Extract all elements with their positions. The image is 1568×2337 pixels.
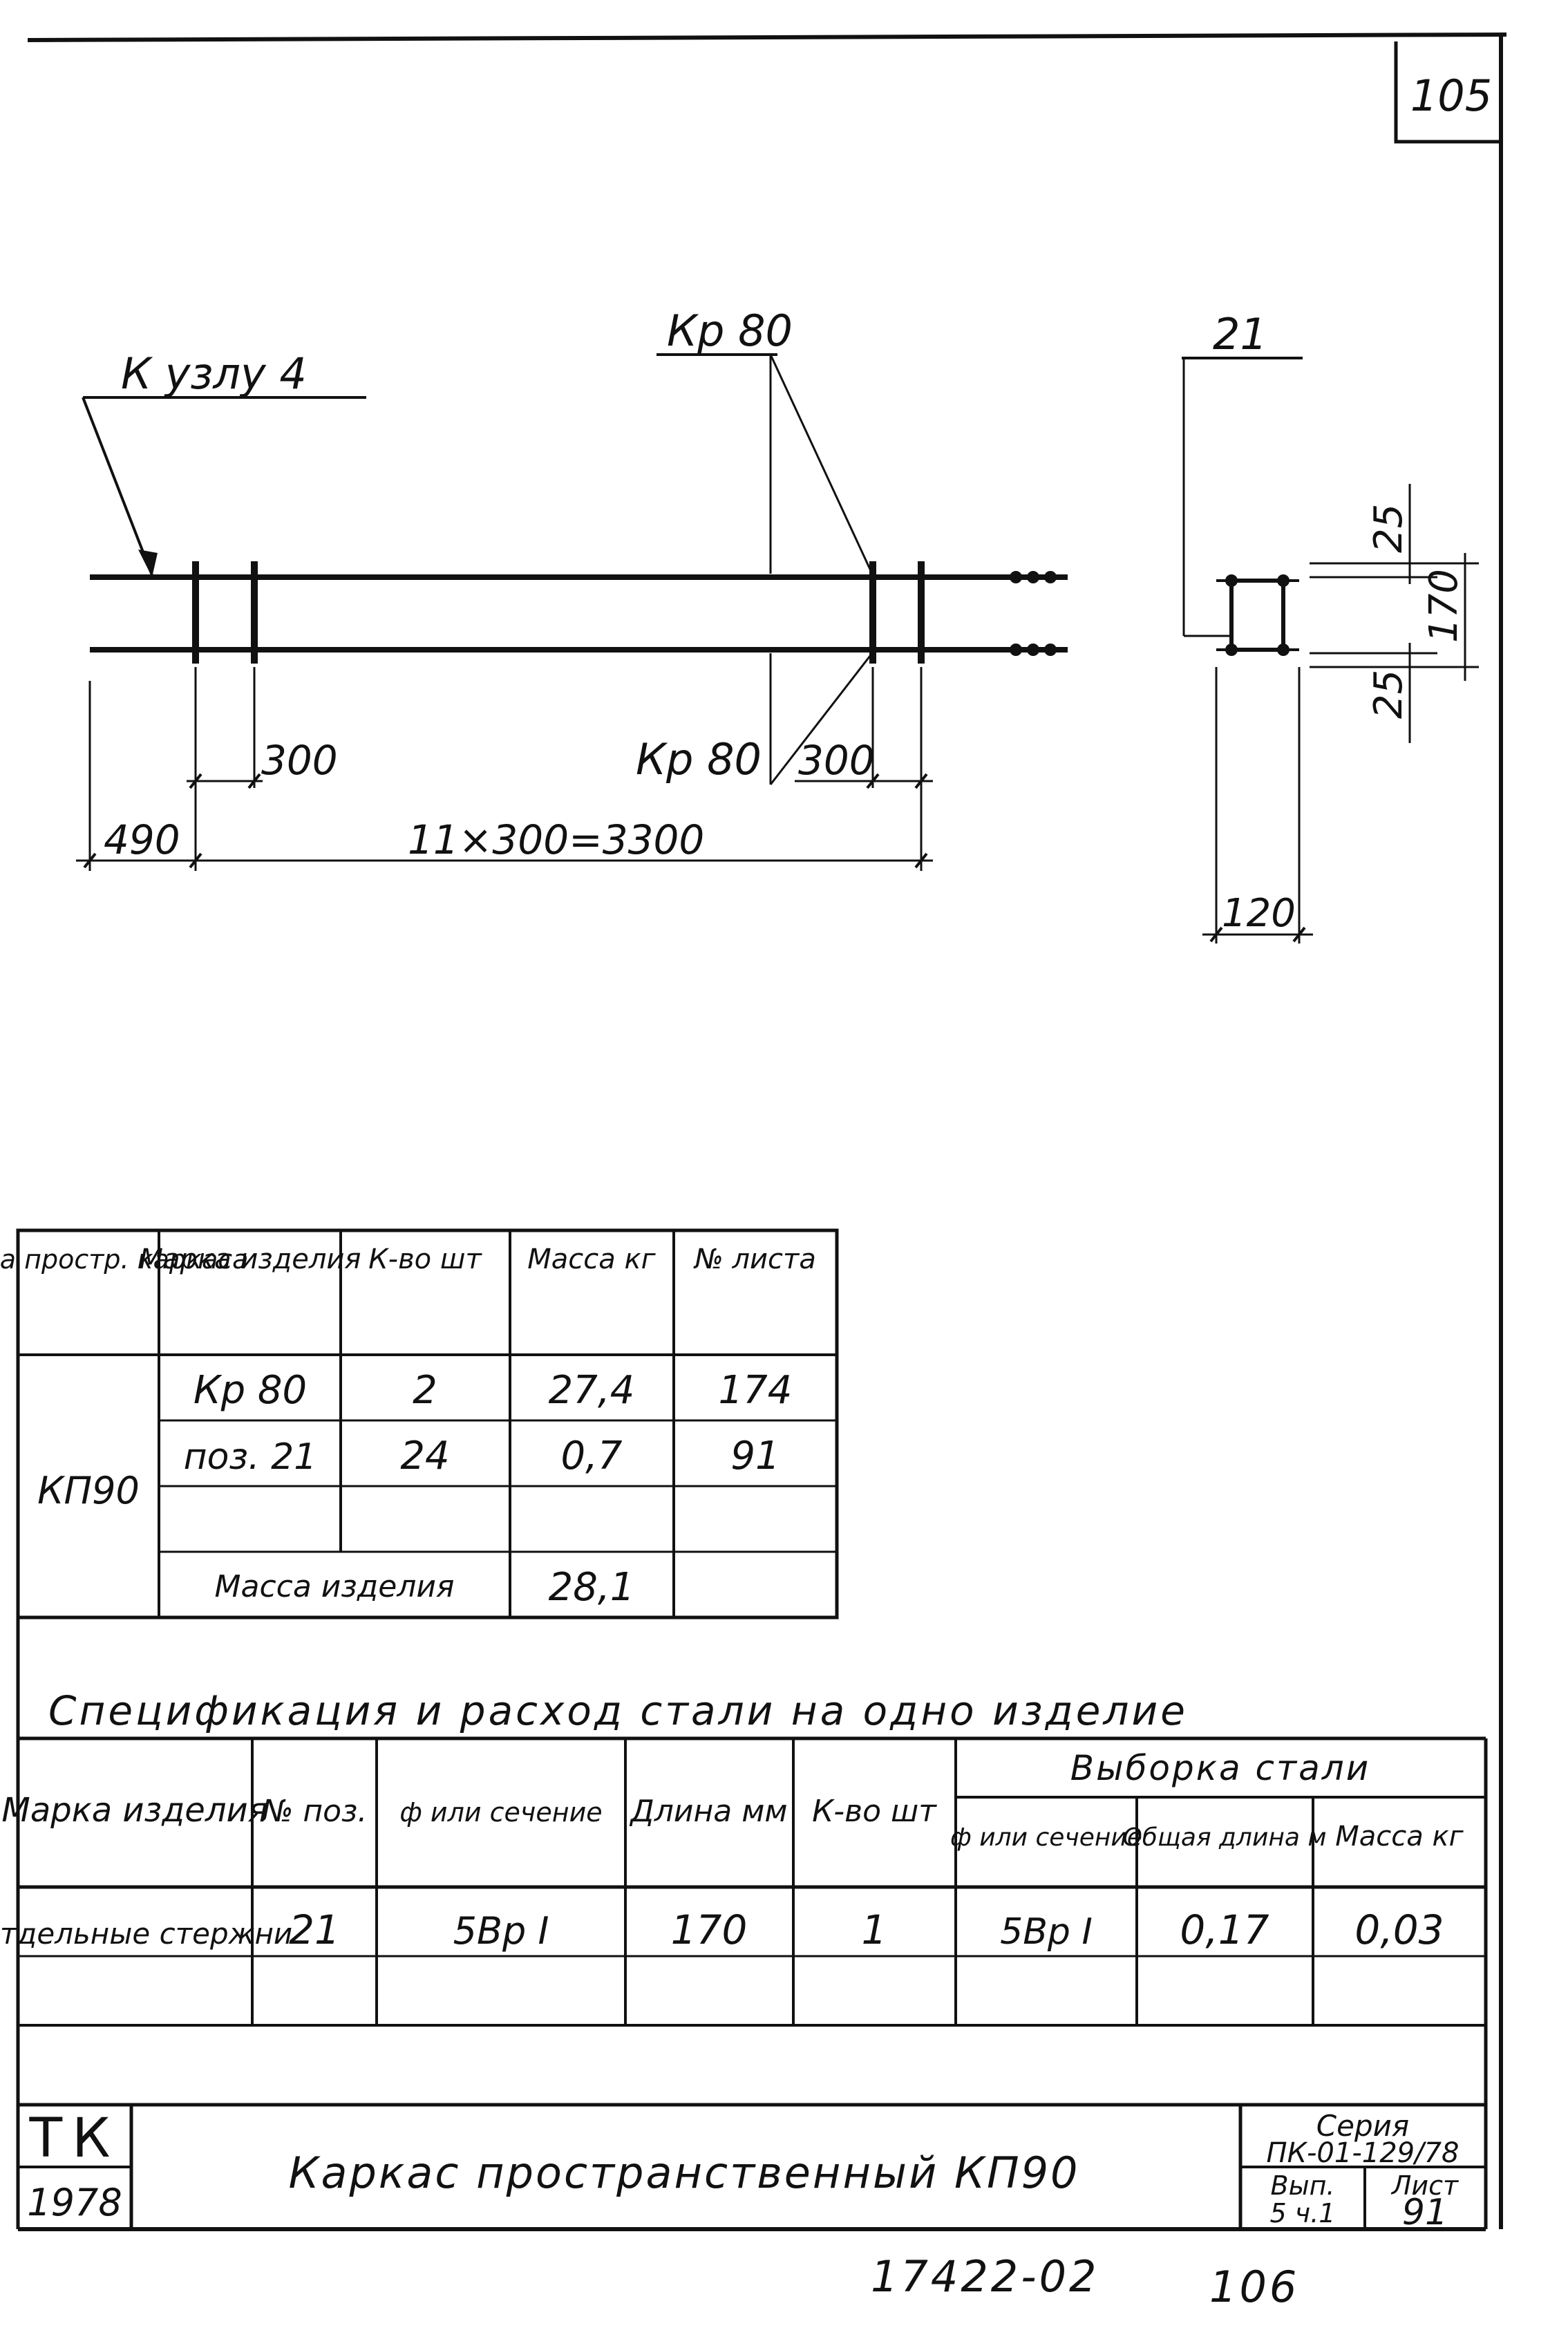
bar-end-dot xyxy=(1010,644,1022,656)
total-mass-value: 28,1 xyxy=(549,1565,635,1610)
callout-kr-bottom-label: Кр 80 xyxy=(636,734,762,785)
col-header-sheet-no: № листа xyxy=(693,1243,816,1275)
section-outline xyxy=(1229,579,1285,652)
dim-170: 170 xyxy=(1421,569,1466,643)
spec-header-pos: № поз. xyxy=(260,1794,368,1829)
col-header-frame-mark: Марка простр. каркаса xyxy=(0,1244,248,1275)
sheet-label: Лист xyxy=(1390,2170,1460,2201)
bar-end-marks xyxy=(1010,571,1057,656)
bar-end-dot xyxy=(1027,644,1039,656)
frame-top-line xyxy=(27,32,1507,42)
callout-kr-bottom-leader xyxy=(769,653,873,785)
rebar-dot xyxy=(1277,644,1290,656)
year: 1978 xyxy=(27,2181,122,2224)
elevation-view: К узлу 4 Кр 80 Кр 80 xyxy=(76,306,1068,871)
dim-tick xyxy=(189,852,202,869)
sheet-value: 91 xyxy=(1402,2192,1448,2233)
spec-row-pos: 21 xyxy=(289,1906,340,1953)
callout-node-label: К узлу 4 xyxy=(121,348,307,399)
dim-tick xyxy=(1292,926,1306,943)
spec-header-qty: К-во шт xyxy=(812,1794,937,1829)
dim-25-bottom: 25 xyxy=(1366,670,1411,719)
dim-total: 11×300=3300 xyxy=(408,816,704,863)
dim-tick xyxy=(83,852,97,869)
series-value: ПК-01-129/78 xyxy=(1267,2137,1460,2169)
org-code: ТК xyxy=(28,2108,120,2170)
spec-header-sel-diameter: ф или сечение xyxy=(950,1823,1142,1852)
callout-kr-top-leader xyxy=(769,354,873,574)
row2-mass: 0,7 xyxy=(560,1434,622,1479)
row1-item: Кр 80 xyxy=(193,1368,307,1413)
section-position-label: 21 xyxy=(1213,309,1267,359)
dim-tick xyxy=(189,773,202,789)
callout-node-leader xyxy=(82,397,153,576)
issue-label: Вып. xyxy=(1271,2170,1335,2201)
spec-row-length: 170 xyxy=(671,1906,748,1953)
dim-25-top: 25 xyxy=(1366,504,1411,553)
drawing-title: Каркас пространственный КП90 xyxy=(289,2148,1080,2198)
rebar-dot xyxy=(1225,574,1238,587)
spec-header-sel-total-length: Общая длина м xyxy=(1122,1823,1326,1852)
dim-tick xyxy=(1209,926,1223,943)
bar-end-dot xyxy=(1044,644,1057,656)
composition-table: Марка простр. каркаса Марка изделия К-во… xyxy=(0,1228,839,1620)
dim-tick xyxy=(247,773,261,789)
series-label: Серия xyxy=(1316,2109,1409,2143)
spec-header-selection: Выборка стали xyxy=(1070,1748,1370,1788)
row2-qty: 24 xyxy=(400,1434,449,1479)
spec-title: Спецификация и расход стали на одно изде… xyxy=(48,1687,1188,1734)
bottom-number: 106 xyxy=(1209,2262,1299,2312)
spec-row-sel-diameter: 5Вр I xyxy=(1000,1911,1093,1953)
dim-300-right: 300 xyxy=(798,737,875,784)
bar-end-dot xyxy=(1027,571,1039,583)
page-number-frame xyxy=(1394,41,1501,144)
row1-qty: 2 xyxy=(413,1368,437,1413)
title-block: ТК 1978 Каркас пространственный КП90 Сер… xyxy=(18,2105,1486,2233)
rebar-dot xyxy=(1225,644,1238,656)
bar-end-dot xyxy=(1010,571,1022,583)
spec-row-sel-mass: 0,03 xyxy=(1354,1906,1444,1953)
spec-header-diameter: ф или сечение xyxy=(399,1797,602,1828)
dim-tick xyxy=(914,773,928,789)
spec-row-diameter: 5Вр I xyxy=(453,1909,549,1953)
dim-120: 120 xyxy=(1222,891,1296,936)
bar-end-dot xyxy=(1044,571,1057,583)
dim-300-left: 300 xyxy=(261,737,338,784)
cross-section-view: 21 25 170 25 120 xyxy=(1182,309,1479,944)
dim-tick xyxy=(866,773,880,789)
callout-node-arrow xyxy=(138,550,158,577)
issue-value: 5 ч.1 xyxy=(1270,2198,1336,2228)
bottom-stamp: 17422-02 xyxy=(871,2251,1099,2302)
spec-row-sel-total-length: 0,17 xyxy=(1180,1906,1269,1953)
composition-table-frame xyxy=(16,1228,839,1620)
row1-sheet: 174 xyxy=(719,1368,793,1413)
frame-mark: КП90 xyxy=(37,1469,140,1512)
row2-item: поз. 21 xyxy=(184,1436,317,1478)
spec-table: Спецификация и расход стали на одно изде… xyxy=(0,1687,1488,2229)
page-number-box: 105 xyxy=(1394,41,1501,144)
total-mass-label: Масса изделия xyxy=(215,1569,455,1604)
spec-header-mark: Марка изделия xyxy=(1,1791,267,1830)
rebar-dot xyxy=(1277,574,1290,587)
callout-kr-top-label: Кр 80 xyxy=(667,306,793,356)
row1-mass: 27,4 xyxy=(549,1368,635,1413)
col-header-item-mark: Марка изделия xyxy=(140,1243,361,1275)
spec-row-mark: Отдельные стержни xyxy=(0,1917,292,1951)
page-number: 105 xyxy=(1410,71,1492,121)
spec-header-length: Длина мм xyxy=(629,1794,787,1829)
col-header-qty: К-во шт xyxy=(368,1243,482,1275)
row2-sheet: 91 xyxy=(730,1434,780,1479)
col-header-mass: Масса кг xyxy=(527,1243,656,1275)
dim-tick xyxy=(914,852,928,869)
spec-header-sel-mass: Масса кг xyxy=(1335,1821,1464,1852)
spec-row-qty: 1 xyxy=(862,1906,887,1953)
dim-490: 490 xyxy=(104,816,180,863)
